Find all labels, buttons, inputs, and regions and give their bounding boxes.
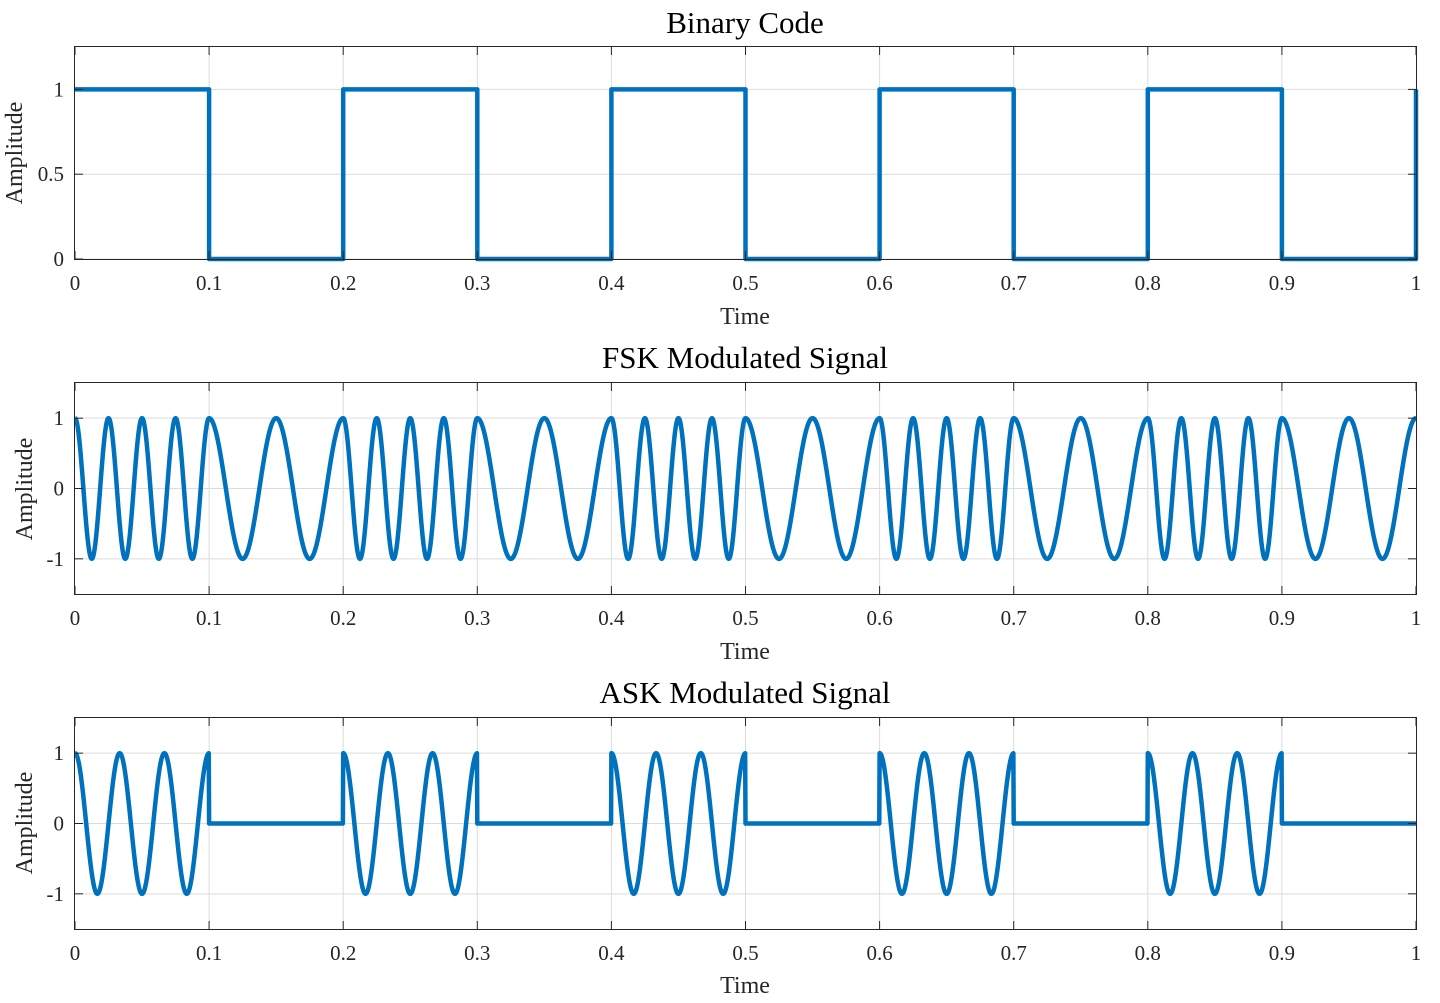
chart-panel-binary-code: Binary Code 0 0.1 0.2 0.3 0.4 0.5 0.6 0.7 0.8 0.9… — [2, 5, 1421, 330]
y-tick-label: 1 — [54, 741, 65, 765]
y-axis-label: Amplitude — [12, 772, 38, 875]
y-tick-label: 1 — [54, 77, 65, 101]
x-tick-label: 1 — [1411, 941, 1422, 965]
y-tick-label: 1 — [54, 406, 65, 430]
x-tick-label: 0 — [70, 941, 81, 965]
x-tick-label: 0.9 — [1269, 941, 1295, 965]
y-tick-label: -1 — [47, 547, 65, 571]
x-tick-label: 0.8 — [1135, 271, 1161, 295]
x-axis-label: Time — [720, 304, 770, 330]
x-tick-label: 0.3 — [464, 606, 490, 630]
x-tick-label: 0.7 — [1001, 271, 1027, 295]
x-tick-label: 0.1 — [196, 271, 222, 295]
y-tick-label: -1 — [47, 882, 65, 906]
y-tick-label: 0 — [54, 247, 65, 271]
plot-frame — [74, 717, 1417, 930]
x-tick-label: 0.3 — [464, 271, 490, 295]
x-tick-label: 0.7 — [1001, 941, 1027, 965]
x-tick-label: 0.6 — [866, 271, 892, 295]
x-tick-label: 0.2 — [330, 271, 356, 295]
x-tick-label: 0.9 — [1269, 271, 1295, 295]
x-tick-label: 0.2 — [330, 606, 356, 630]
y-tick-label: 0 — [54, 812, 65, 836]
x-tick-label: 0.3 — [464, 941, 490, 965]
x-tick-label: 0.1 — [196, 606, 222, 630]
chart-title: FSK Modulated Signal — [602, 340, 888, 375]
x-tick-label: 0.7 — [1001, 606, 1027, 630]
chart-title: ASK Modulated Signal — [599, 675, 890, 710]
x-tick-label: 0.5 — [732, 271, 758, 295]
x-tick-label: 0.9 — [1269, 606, 1295, 630]
x-tick-label: 1 — [1411, 271, 1422, 295]
x-tick-label: 0.8 — [1135, 941, 1161, 965]
y-tick-label: 0.5 — [38, 162, 64, 186]
x-tick-label: 0.1 — [196, 941, 222, 965]
x-tick-label: 0 — [70, 606, 81, 630]
x-axis-label: Time — [720, 639, 770, 665]
plot-frame — [74, 382, 1417, 595]
x-tick-label: 0.4 — [598, 941, 625, 965]
x-tick-label: 1 — [1411, 606, 1422, 630]
chart-panel-fsk: FSK Modulated Signal 0 0.1 0.2 0.3 0.4 0.5 0.6… — [12, 340, 1421, 665]
series-line — [73, 415, 1418, 562]
x-tick-label: 0.5 — [732, 941, 758, 965]
y-axis-label: Amplitude — [2, 102, 28, 205]
x-tick-label: 0.6 — [866, 941, 892, 965]
x-tick-label: 0.5 — [732, 606, 758, 630]
x-tick-label: 0.8 — [1135, 606, 1161, 630]
y-tick-label: 0 — [54, 477, 65, 501]
x-axis-label: Time — [720, 973, 770, 999]
y-axis-label: Amplitude — [12, 438, 38, 541]
x-tick-label: 0 — [70, 271, 81, 295]
chart-panel-ask: ASK Modulated Signal 0 0.1 0.2 0.3 0.4 0.5 0.6… — [12, 675, 1421, 999]
series-line — [73, 750, 1418, 897]
chart-title: Binary Code — [666, 5, 824, 40]
x-tick-label: 0.6 — [866, 606, 892, 630]
x-tick-label: 0.2 — [330, 941, 356, 965]
plot-frame — [74, 46, 1417, 260]
x-tick-label: 0.4 — [598, 606, 625, 630]
x-tick-label: 0.4 — [598, 271, 625, 295]
